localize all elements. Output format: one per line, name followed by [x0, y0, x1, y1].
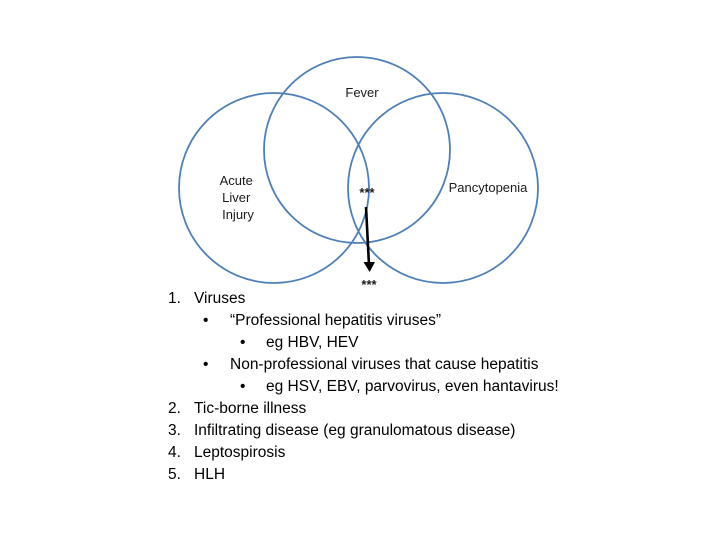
bullet-icon: • — [203, 356, 209, 373]
list-subitem-professional-viruses: “Professional hepatitis viruses” — [230, 312, 442, 329]
list-number-5: 5. — [168, 466, 181, 483]
list-item-hlh: HLH — [194, 466, 226, 483]
label-liver: Liver — [222, 190, 251, 205]
bullet-icon: • — [240, 378, 246, 395]
list-subsubitem-hsv-ebv: eg HSV, EBV, parvovirus, even hantavirus… — [266, 378, 559, 395]
circle-fever — [263, 56, 451, 244]
list-item-tic-borne: Tic-borne illness — [194, 400, 307, 417]
list-number-2: 2. — [168, 400, 181, 417]
circle-acute-liver-injury — [178, 92, 370, 284]
bullet-icon: • — [240, 334, 246, 351]
list-number-4: 4. — [168, 444, 181, 461]
arrow-head — [363, 262, 375, 272]
label-injury: Injury — [222, 207, 254, 222]
list-item-leptospirosis: Leptospirosis — [194, 444, 286, 461]
venn-diagram: Fever Acute Liver Injury Pancytopenia **… — [178, 56, 539, 292]
label-acute: Acute — [220, 173, 253, 188]
list-number-3: 3. — [168, 422, 181, 439]
arrow-target-marker: *** — [361, 277, 377, 292]
list-item-infiltrating: Infiltrating disease (eg granulomatous d… — [194, 422, 516, 439]
label-pancytopenia: Pancytopenia — [449, 180, 529, 195]
arrow-line — [364, 206, 371, 266]
label-acute-liver-injury: Acute Liver Injury — [220, 173, 257, 222]
circle-pancytopenia — [347, 92, 539, 284]
list-subsubitem-hbv-hev: eg HBV, HEV — [266, 334, 359, 351]
center-marker: *** — [359, 185, 375, 200]
bullet-icon: • — [203, 312, 209, 329]
label-fever: Fever — [345, 85, 379, 100]
list-subitem-nonprofessional-viruses: Non-professional viruses that cause hepa… — [230, 356, 539, 373]
